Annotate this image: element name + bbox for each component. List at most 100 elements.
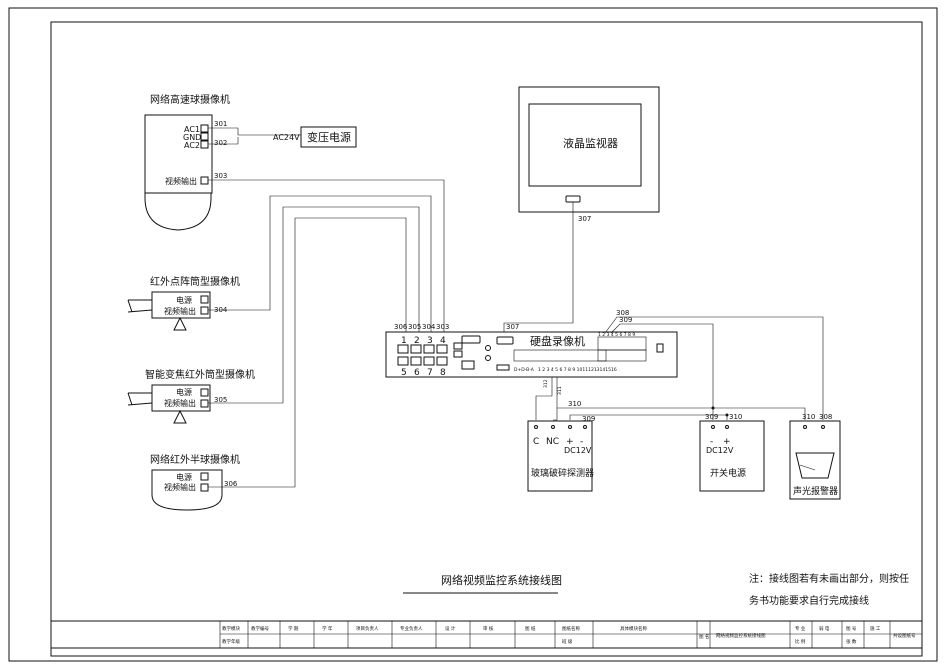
wire-310-label: 310 [568,400,581,408]
wire-307-nvr-label: 307 [506,323,519,331]
wire-309 [610,323,714,420]
tb-row2-cell-1: 教学年级 [222,638,240,645]
nvr-port-3: 3 [427,336,433,346]
wire-302-label: 302 [214,139,227,147]
speed-dome-label: 网络高速球摄像机 [150,93,230,106]
tb-cell-11: 具体模块名称 [620,625,647,632]
tb-cell-5: 项目负责人 [356,625,379,632]
tb-cell-10: 图纸名称 [562,625,580,632]
wire-311-label: 311 [557,386,563,395]
alarm-out-digits: 1 2 3 4 5 6 7 8 9 [598,332,635,338]
wire-312-label: 312 [543,379,549,388]
monitor-label: 液晶监视器 [563,136,618,150]
nvr-port-8: 8 [440,368,446,378]
siren-wire-310: 310 [802,413,815,421]
ir-bullet-video: 视频输出 [164,306,196,316]
alarm-in-digits: 1 2 3 4 5 6 7 8 9 10111213141516 [538,367,617,373]
nvr-port-6: 6 [414,368,420,378]
tb-row2-cell-4: 张 数 [846,638,857,645]
wire-308 [604,316,824,420]
siren-label: 声光报警器 [793,485,838,497]
wire-306-label: 306 [224,480,238,488]
speed-dome-video-out: 视频输出 [165,176,197,186]
port-gnd: GND [183,133,201,142]
wire-312 [535,377,553,420]
wire-311 [553,377,558,421]
wire-303-label: 303 [214,172,227,180]
nvr-port-label-306: 306 [394,323,408,331]
tb-cell-6: 专业负责人 [400,625,423,632]
tb-cell-1: 教学模块 [222,625,240,632]
outer-border [8,7,938,662]
detector-terminal-minus: - [580,437,583,447]
detector-label: 玻璃破碎探测器 [531,467,594,479]
tb-cell-12: 图 名 [699,633,709,640]
nvr-port-5: 5 [401,368,407,378]
wire-308-label: 308 [616,309,629,317]
psu-label: 开关电源 [710,467,746,479]
wire-307-monitor-label: 307 [578,215,591,223]
psu-terminal-minus: - [710,437,713,447]
inner-frame [50,21,923,657]
ir-bullet-camera: 红外点阵筒型摄像机 电源 视频输出 [127,275,240,331]
glass-break-detector: C NC + - DC12V 玻璃破碎探测器 [527,420,594,492]
alarm-in-prefix: D+D-B-A [514,367,535,373]
port-ac1: AC1 [184,125,200,134]
tb-row2-cell-3: 比 例 [795,638,806,645]
wire-307 [503,202,574,334]
tb-cell-9: 图 纸 [525,625,536,632]
nvr-port-label-303: 303 [436,323,449,331]
tb-cell-17: 施 工 [870,625,881,632]
nvr-port-4: 4 [440,336,446,346]
lcd-monitor: 液晶监视器 [518,86,660,213]
half-dome-power: 电源 [176,472,192,482]
switching-psu: - + DC12V 开关电源 309 310 [699,413,765,492]
nvr-port-label-305: 305 [408,323,421,331]
psu-wire-310: 310 [729,413,742,421]
port-ac2: AC2 [184,141,200,150]
speed-dome-camera: 网络高速球摄像机 AC1 GND AC2 视频输出 [144,93,230,231]
tb-cell-8: 审 核 [483,625,494,632]
transformer-power: 变压电源 [300,126,357,148]
tb-cell-3: 学 期 [288,625,299,632]
tb-cell-13: 网络视频监控系统接线图 [716,632,766,639]
siren-wire-308: 308 [819,413,832,421]
zoom-bullet-power: 电源 [176,387,192,397]
tb-cell-4: 学 年 [322,625,333,632]
nvr-unit: 306 305 304 303 1 2 3 4 5 6 7 8 硬盘录像机 D+… [385,323,678,378]
wire-301 [208,127,301,136]
tb-row2-cell-2: 班 级 [562,638,573,645]
transformer-label: 变压电源 [307,130,351,144]
tb-cell-7: 设 计 [445,625,456,632]
wire-305-label: 305 [214,396,227,404]
ir-bullet-label: 红外点阵筒型摄像机 [150,275,240,288]
wire-304-label: 304 [214,306,228,314]
title-block: 教学模块 教学编号 学 期 学 年 项目负责人 专业负责人 设 计 审 核 图 … [50,620,923,649]
wire-301-label: 301 [214,120,227,128]
wire-309b-label: 309 [582,415,595,423]
nvr-port-label-304: 304 [422,323,436,331]
wire-306 [208,217,407,488]
half-dome-label: 网络红外半球摄像机 [150,453,240,466]
psu-dc12v: DC12V [706,446,734,455]
wire-309-b [569,414,728,420]
note-line-1: 注：接线图若有未画出部分，则按任 [749,572,909,585]
psu-wire-309: 309 [705,413,718,421]
wire-304 [208,195,432,333]
wire-309-label: 309 [619,316,632,324]
wire-310 [557,407,806,420]
nvr-port-7: 7 [427,368,433,378]
alarm-output-terminals: 1 2 3 4 5 6 7 8 9 [597,332,647,362]
ac24v-label: AC24V [273,133,300,142]
zoom-bullet-label: 智能变焦红外筒型摄像机 [145,368,255,381]
detector-terminal-nc: NC [546,437,559,447]
siren-alarm: 声光报警器 310 308 [789,413,841,500]
wire-303 [208,179,445,333]
detector-dc12v: DC12V [564,446,592,455]
nvr-port-2: 2 [414,336,420,346]
zoom-bullet-video: 视频输出 [164,398,196,408]
nvr-port-1: 1 [401,336,407,346]
tb-cell-16: 图 号 [846,626,857,632]
wire-305 [208,206,420,404]
